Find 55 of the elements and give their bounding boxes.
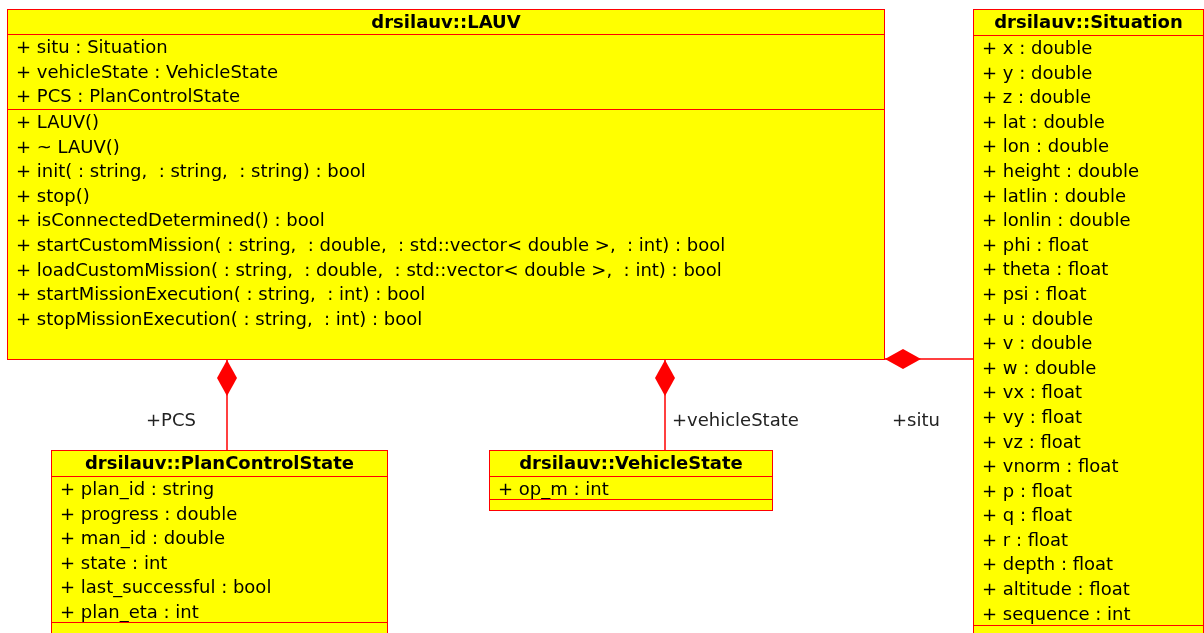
member-text: + vehicleState : VehicleState (16, 59, 279, 84)
member-text: + progress : double (60, 501, 238, 526)
class-name: drsilauv::Situation (994, 10, 1183, 33)
member-text: + theta : float (982, 257, 1109, 282)
class-name: drsilauv::VehicleState (519, 451, 743, 474)
member-text: + stop() (16, 183, 90, 208)
member-text: + startCustomMission( : string, : double, : std::vector< double >, : int) : bool (16, 232, 726, 257)
member-text: + state : int (60, 550, 168, 575)
member-text: + LAUV() (16, 110, 100, 134)
member-text: + stopMissionExecution( : string, : int) : bool (16, 306, 423, 331)
composition-connector (217, 359, 237, 451)
member-text: + last_successful : bool (60, 575, 272, 600)
member-text: + phi : float (982, 232, 1089, 257)
member-text: + lon : double (982, 134, 1110, 159)
member-text: + lat : double (982, 109, 1105, 134)
member-text: + ~ LAUV() (16, 134, 120, 159)
member-text: + y : double (982, 60, 1093, 85)
member-text: + q : float (982, 503, 1073, 528)
member-text: + init( : string, : string, : string) : bool (16, 159, 366, 184)
member-text: + loadCustomMission( : string, : double, : std::vector< double >, : int) : bool (16, 257, 722, 282)
member-text: + altitude : float (982, 577, 1130, 602)
member-text: + vy : float (982, 404, 1083, 429)
member-text: + depth : float (982, 552, 1114, 577)
member-text: + sequence : int (982, 601, 1131, 626)
member-text: + plan_id : string (60, 477, 215, 502)
member-text: + height : double (982, 158, 1140, 183)
member-text: + v : double (982, 331, 1093, 356)
member-text: + startMissionExecution( : string, : int) : bool (16, 282, 426, 307)
member-compartment (52, 476, 387, 622)
member-text: + isConnectedDetermined() : bool (16, 208, 325, 233)
member-text: + op_m : int (498, 477, 609, 501)
member-text: + latlin : double (982, 183, 1127, 208)
member-text: + z : double (982, 85, 1092, 110)
member-text: + vz : float (982, 429, 1081, 454)
class-box (489, 450, 773, 511)
class-name: drsilauv::LAUV (371, 10, 521, 33)
member-text: + plan_eta : int (60, 599, 199, 624)
composition-connector (884, 349, 974, 369)
member-text: + w : double (982, 355, 1097, 380)
member-compartment (490, 476, 772, 499)
member-text: + vnorm : float (982, 454, 1119, 479)
class-name: drsilauv::PlanControlState (84, 451, 355, 474)
member-text: + p : float (982, 478, 1073, 503)
member-text: + man_id : double (60, 526, 226, 551)
composition-connector (655, 359, 675, 451)
class-box (7, 9, 885, 360)
member-text: + u : double (982, 306, 1094, 331)
member-text: + vx : float (982, 380, 1083, 405)
member-text: + situ : Situation (16, 35, 168, 59)
member-text: + lonlin : double (982, 208, 1131, 233)
member-text: + PCS : PlanControlState (16, 84, 241, 109)
member-text: + r : float (982, 527, 1069, 552)
class-box (51, 450, 388, 633)
member-text: + x : double (982, 36, 1093, 60)
member-text: + psi : float (982, 281, 1087, 306)
